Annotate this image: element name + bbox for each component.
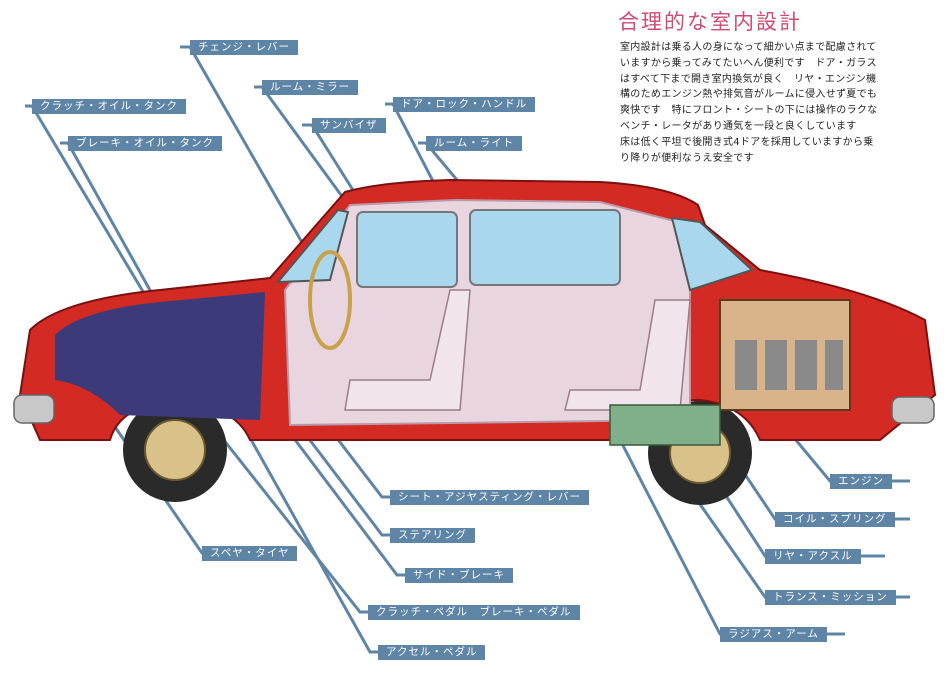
label-spare-tire: スペヤ・タイヤ [202,546,298,561]
page-title: 合理的な室内設計 [618,10,802,34]
description-line: り降りが便利なうえ安全です [620,152,754,164]
rear-door-window [469,209,621,286]
leader-room-mirror [254,85,354,211]
description-text: 室内設計は乗る人の身になって細かい点まで配慮されて いますから乗ってみてたいへん… [620,40,945,166]
label-door-lock-handle: ドア・ロック・ハンドル [393,97,536,112]
label-side-brake: サイド・ブレーキ [405,568,513,583]
label-accel-pedal: アクセル・ペダル [378,645,486,660]
label-clutch-brake-pedal: クラッチ・ペダル ブレーキ・ペダル [368,605,580,620]
engine-block [719,299,851,411]
label-steering: ステアリング [390,528,475,543]
front-hub [144,419,206,481]
steering-wheel [308,250,352,350]
label-seat-adjusting-lever: シート・アジヤスティング・レバー [390,490,589,505]
description-line: 室内設計は乗る人の身になって細かい点まで配慮されて [620,42,877,53]
description-line: 構のためエンジン熱や排気音がルームに侵入せず夏でも [620,89,878,101]
label-room-mirror: ルーム・ミラー [262,80,359,95]
leader-clutch-brake-pedal [198,409,368,614]
leader-side-brake [263,399,405,577]
description-line: いますから乗ってみてたいへん便利です ドア・ガラス [620,57,877,69]
label-room-light: ルーム・ライト [426,136,523,151]
rear-window-glass [670,216,754,292]
label-rear-axle: リヤ・アクスル [765,549,861,564]
label-transmission: トランス・ミッション [765,590,896,605]
front-compartment-cutaway [55,292,265,420]
label-engine: エンジン [830,474,892,489]
front-bumper [13,394,55,424]
label-brake-oil-tank: ブレーキ・オイル・タンク [68,136,222,151]
leader-accel-pedal [238,419,378,654]
description-line: 爽快です 特にフロント・シートの下には操作のラクな [620,105,878,117]
description-line: 床は低く平坦で後開き式4ドアを採用していますから乗 [620,136,874,148]
rear-seat [564,299,691,411]
label-radius-arm: ラジアス・アーム [720,627,827,642]
front-wheel [123,398,227,502]
description-line: ベンチ・レータがあり通気を一段と良くしています [620,120,857,132]
description-line: はすべて下まで開き室内換気が良く リヤ・エンジン機 [620,73,877,85]
front-door-window [356,211,458,288]
label-coil-spring: コイル・スプリング [775,512,895,527]
label-sun-visor: サンバイザ [312,118,386,133]
label-clutch-oil-tank: クラッチ・オイル・タンク [32,99,186,114]
rear-bumper [891,396,935,424]
transmission-case [609,404,721,446]
front-seat [344,289,471,411]
label-change-lever: チェンジ・レバー [190,40,298,55]
